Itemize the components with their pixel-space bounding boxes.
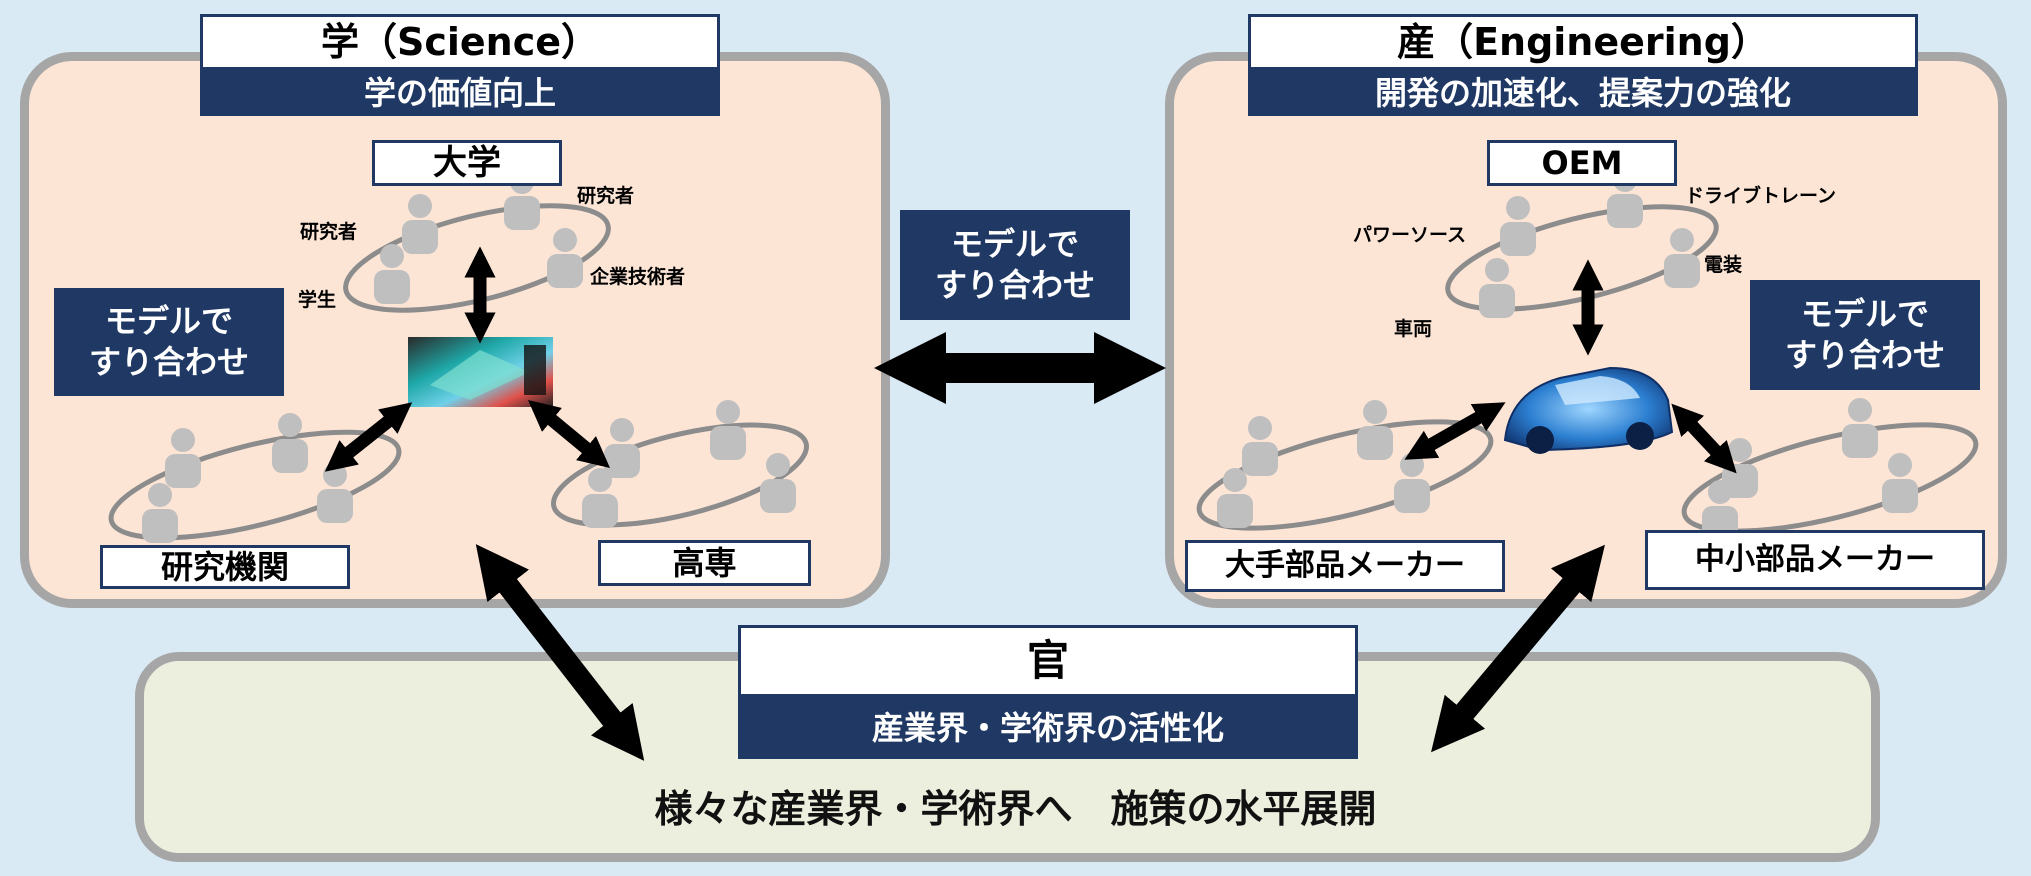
- car-image: [1503, 366, 1674, 454]
- engineering-callout-line-2: すり合わせ: [1784, 336, 1945, 374]
- research-institute-label: 研究機関: [100, 545, 350, 589]
- science-header: 学（Science）: [200, 14, 720, 70]
- person-label-electrical: 電装: [1704, 254, 1743, 276]
- arrow-sim-kosen: [527, 400, 611, 468]
- person-label-student: 学生: [298, 289, 337, 311]
- person-label-engineer: 企業技術者: [590, 266, 686, 288]
- engineering-right-group: [1681, 398, 1979, 540]
- arrow-engineering-gov: [1431, 544, 1605, 753]
- arrow-car-major: [1404, 402, 1506, 460]
- government-subheader: 産業界・学術界の活性化: [738, 697, 1358, 759]
- center-callout-line-2: すり合わせ: [934, 266, 1095, 304]
- university-label: 大学: [372, 140, 562, 186]
- major-supplier-label: 大手部品メーカー: [1185, 540, 1505, 592]
- engineering-callout: モデルで すり合わせ: [1750, 280, 1980, 390]
- science-right-group: [550, 400, 810, 528]
- person-label-researcher-2: 研究者: [577, 185, 635, 207]
- center-callout: モデルで すり合わせ: [900, 210, 1130, 320]
- small-supplier-label: 中小部品メーカー: [1645, 530, 1985, 590]
- arrow-sim-research: [324, 402, 413, 472]
- science-callout: モデルで すり合わせ: [54, 288, 284, 396]
- person-label-researcher-1: 研究者: [300, 221, 358, 243]
- science-callout-line-2: すり合わせ: [88, 343, 249, 381]
- engineering-subheader: 開発の加速化、提案力の強化: [1248, 70, 1918, 116]
- government-bottom-text: 様々な産業界・学術界へ 施策の水平展開: [654, 787, 1377, 831]
- government-header: 官: [738, 625, 1358, 697]
- science-left-group: [108, 413, 402, 543]
- arrow-car-small: [1671, 403, 1737, 474]
- simulation-image: [408, 337, 553, 407]
- person-label-power-source: パワーソース: [1353, 224, 1467, 246]
- engineering-left-group: [1196, 400, 1494, 531]
- person-label-vehicle: 車両: [1394, 318, 1433, 340]
- engineering-callout-line-1: モデルで: [1800, 295, 1929, 334]
- engineering-header: 産（Engineering）: [1248, 14, 1918, 70]
- kosen-label: 高専: [598, 540, 811, 586]
- science-subheader: 学の価値向上: [200, 70, 720, 116]
- arrow-science-gov: [475, 544, 645, 761]
- science-callout-line-1: モデルで: [104, 302, 233, 341]
- person-label-drivetrain: ドライブトレーン: [1685, 185, 1837, 207]
- center-callout-line-1: モデルで: [950, 225, 1079, 264]
- oem-label: OEM: [1487, 140, 1677, 186]
